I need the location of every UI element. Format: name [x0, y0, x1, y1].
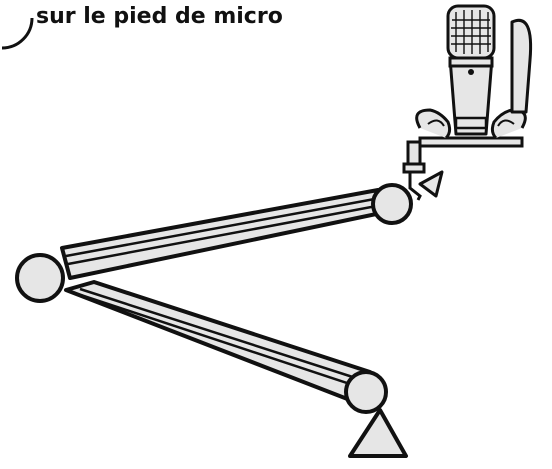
cut-circle	[1, 17, 34, 50]
pop-filter-icon	[510, 18, 533, 114]
lower-arm	[64, 280, 372, 402]
caption: sur le pied de micro	[36, 0, 283, 30]
mount-connector	[402, 140, 444, 201]
upper-arm	[60, 188, 388, 280]
condenser-microphone-icon	[415, 4, 527, 148]
elbow-joint	[15, 253, 65, 303]
caption-line-2: sur le pied de micro	[36, 4, 283, 29]
stand-base	[348, 408, 408, 458]
base-joint	[344, 370, 388, 414]
top-joint	[371, 183, 413, 225]
